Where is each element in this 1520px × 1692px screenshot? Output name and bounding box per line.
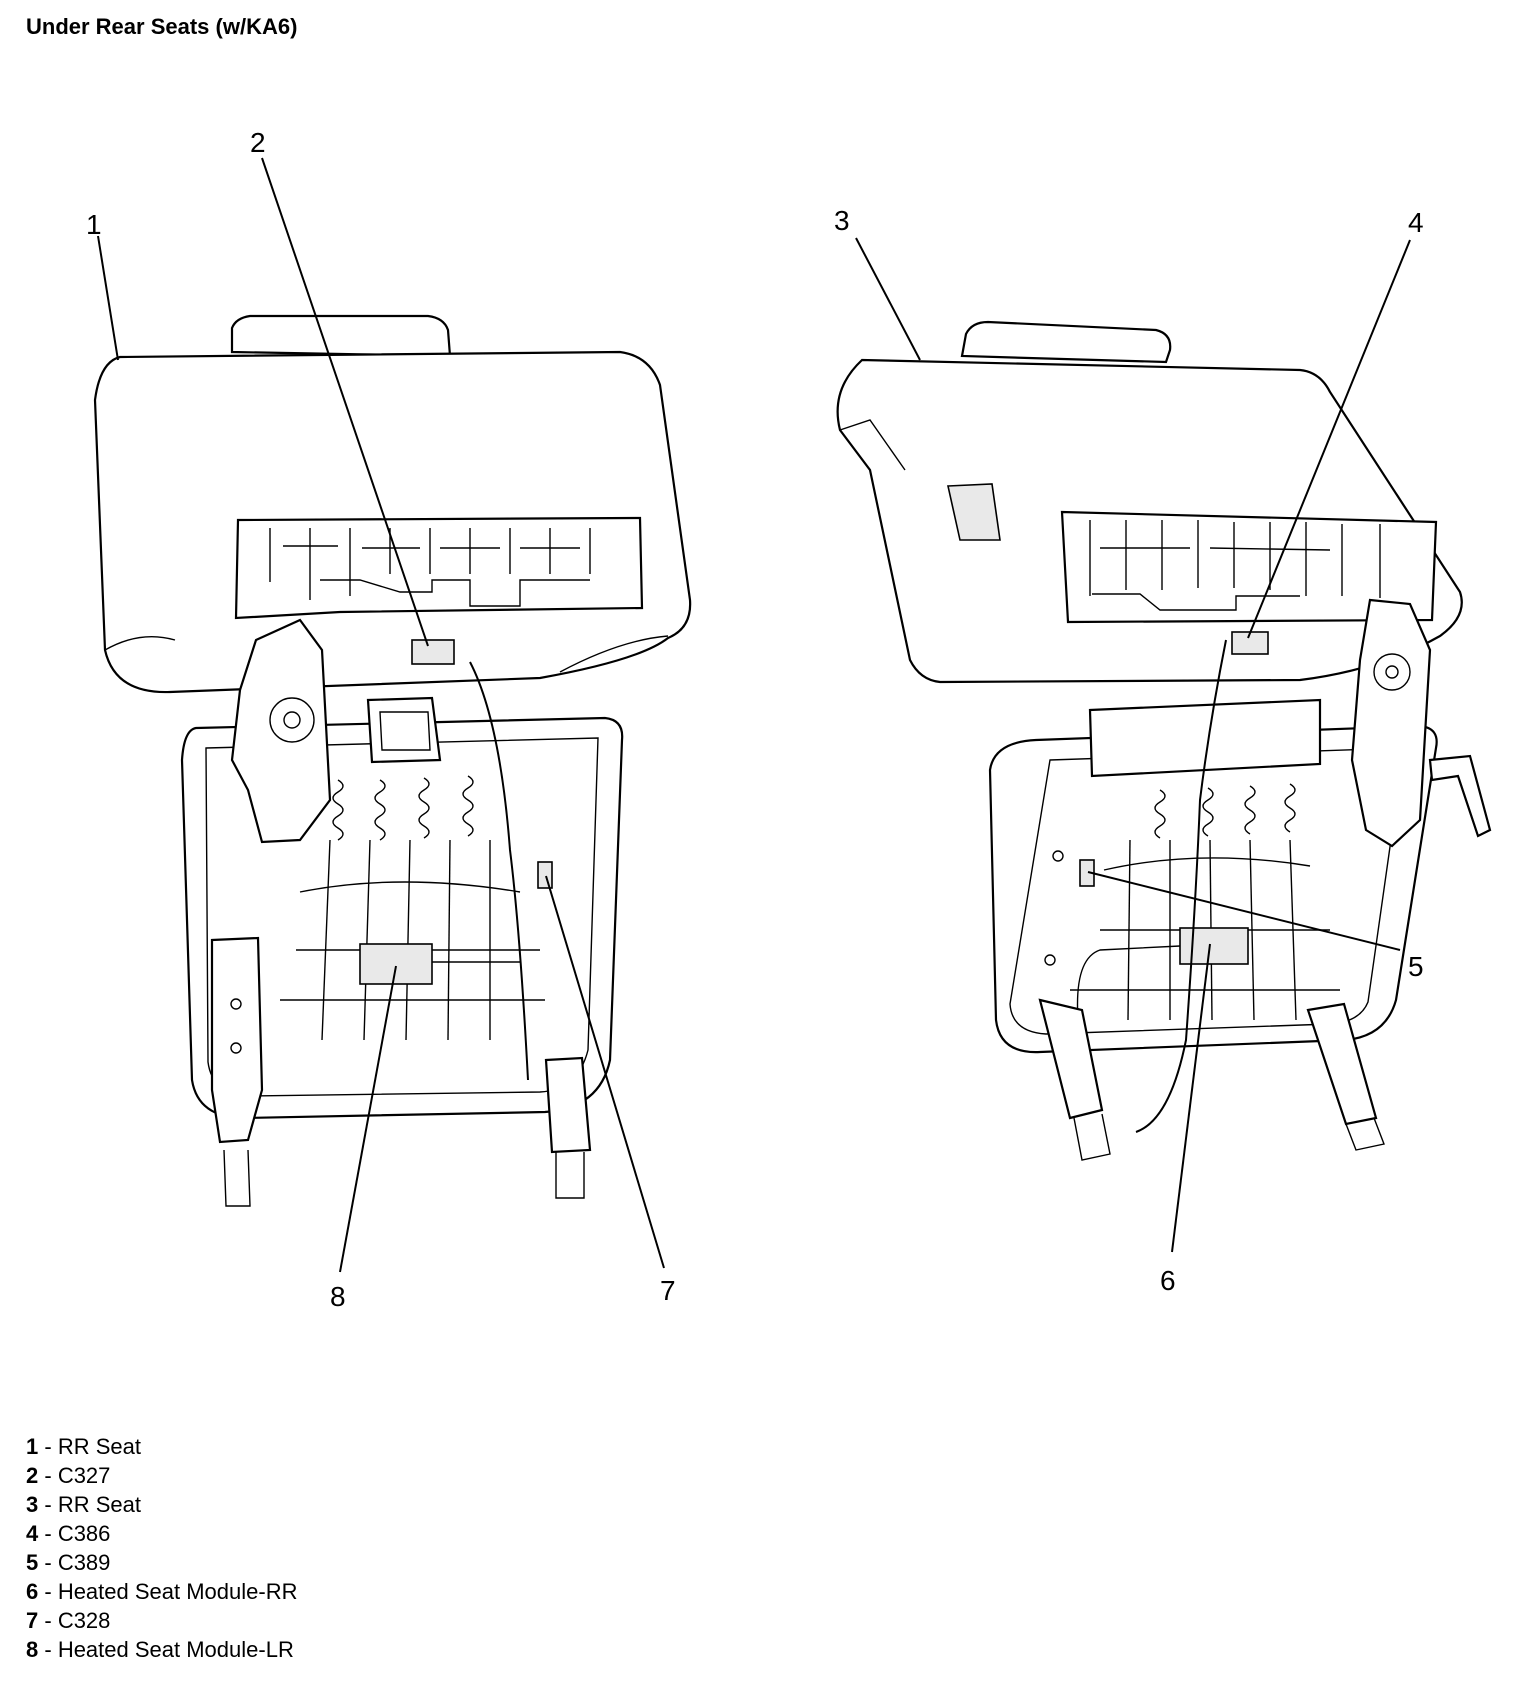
legend-item: 3 - RR Seat	[26, 1492, 141, 1517]
legend-item: 1 - RR Seat	[26, 1434, 141, 1459]
callout-8: 8	[330, 1281, 346, 1312]
callout-3: 3	[834, 205, 850, 236]
callout-7: 7	[660, 1275, 676, 1306]
callout-labels: 1 2 3 4 5 6 7 8	[86, 127, 1424, 1312]
legend-item: 6 - Heated Seat Module-RR	[26, 1579, 298, 1604]
callout-5: 5	[1408, 951, 1424, 982]
legend-item: 4 - C386	[26, 1521, 111, 1546]
callout-4: 4	[1408, 207, 1424, 238]
callout-2: 2	[250, 127, 266, 158]
callout-1: 1	[86, 209, 102, 240]
callout-leaders	[97, 157, 1411, 1273]
legend-item: 8 - Heated Seat Module-LR	[26, 1637, 294, 1662]
callout-6: 6	[1160, 1265, 1176, 1296]
legend-item: 7 - C328	[26, 1608, 111, 1633]
legend-item: 5 - C389	[26, 1550, 111, 1575]
legend-item: 2 - C327	[26, 1463, 111, 1488]
diagram-title: Under Rear Seats (w/KA6)	[26, 14, 298, 39]
right-seat-drawing	[836, 320, 1492, 1161]
legend-list: 1 - RR Seat 2 - C327 3 - RR Seat 4 - C38…	[26, 1432, 298, 1664]
left-seat-drawing	[93, 314, 692, 1207]
